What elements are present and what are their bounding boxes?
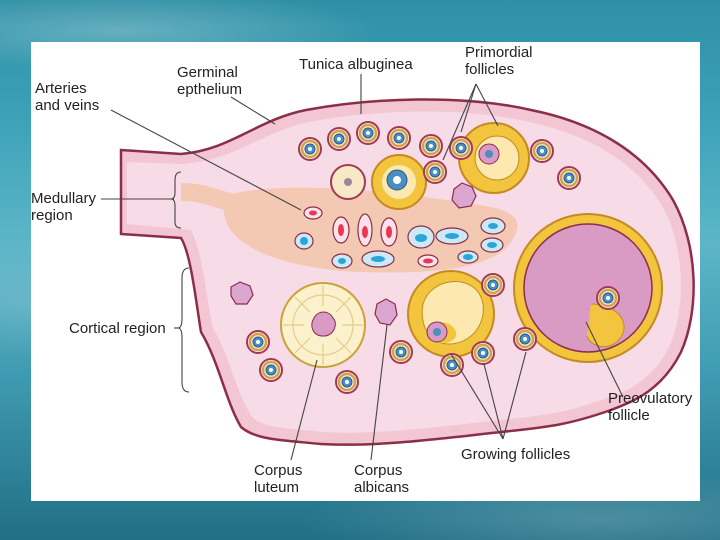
label-line: Corpus [354, 462, 403, 479]
label-line: follicles [465, 61, 515, 78]
preovulatory-follicle-shape [513, 213, 663, 363]
label-line: Arteries [35, 80, 87, 97]
label-line: region [31, 207, 73, 224]
label-line: Preovulatory [608, 390, 693, 407]
label-line: Corpus [254, 462, 303, 479]
label-corpus-luteum: Corpus luteum [254, 462, 302, 496]
corpus-luteum-shape [280, 282, 366, 368]
label-line: Primordial [465, 44, 533, 61]
growing-follicle-large [407, 270, 495, 358]
growing-follicle-top [458, 122, 530, 194]
label-line: Germinal [177, 64, 238, 81]
label-line: and veins [35, 97, 100, 114]
label-primordial-follicles: Primordial follicles [465, 44, 533, 78]
label-line: luteum [254, 479, 300, 496]
label-arteries-and-veins: Arteries and veins [35, 80, 99, 114]
label-tunica-albuginea: Tunica albuginea [299, 56, 413, 73]
diagram-panel: Germinal epthelium Tunica albuginea Prim… [31, 42, 700, 501]
pointer-lines [101, 74, 624, 461]
growing-follicle-medium [371, 154, 427, 210]
label-line: Medullary [31, 190, 97, 207]
label-line: follicle [608, 407, 650, 424]
label-line: albicans [354, 479, 410, 496]
label-cortical-region: Cortical region [69, 320, 166, 337]
hilum-vessel-band [180, 183, 233, 211]
label-medullary-region: Medullary region [31, 190, 96, 224]
label-corpus-albicans: Corpus albicans [354, 462, 409, 496]
label-line: epthelium [177, 81, 243, 98]
label-growing-follicles: Growing follicles [461, 446, 571, 463]
label-germinal-epithelium: Germinal epthelium [177, 64, 242, 98]
secondary-follicle-small [330, 164, 366, 200]
ovary-diagram [101, 74, 695, 461]
blood-vessels [294, 206, 506, 269]
corpus-albicans-shapes [230, 182, 477, 326]
label-preovulatory-follicle: Preovulatory follicle [608, 390, 692, 424]
